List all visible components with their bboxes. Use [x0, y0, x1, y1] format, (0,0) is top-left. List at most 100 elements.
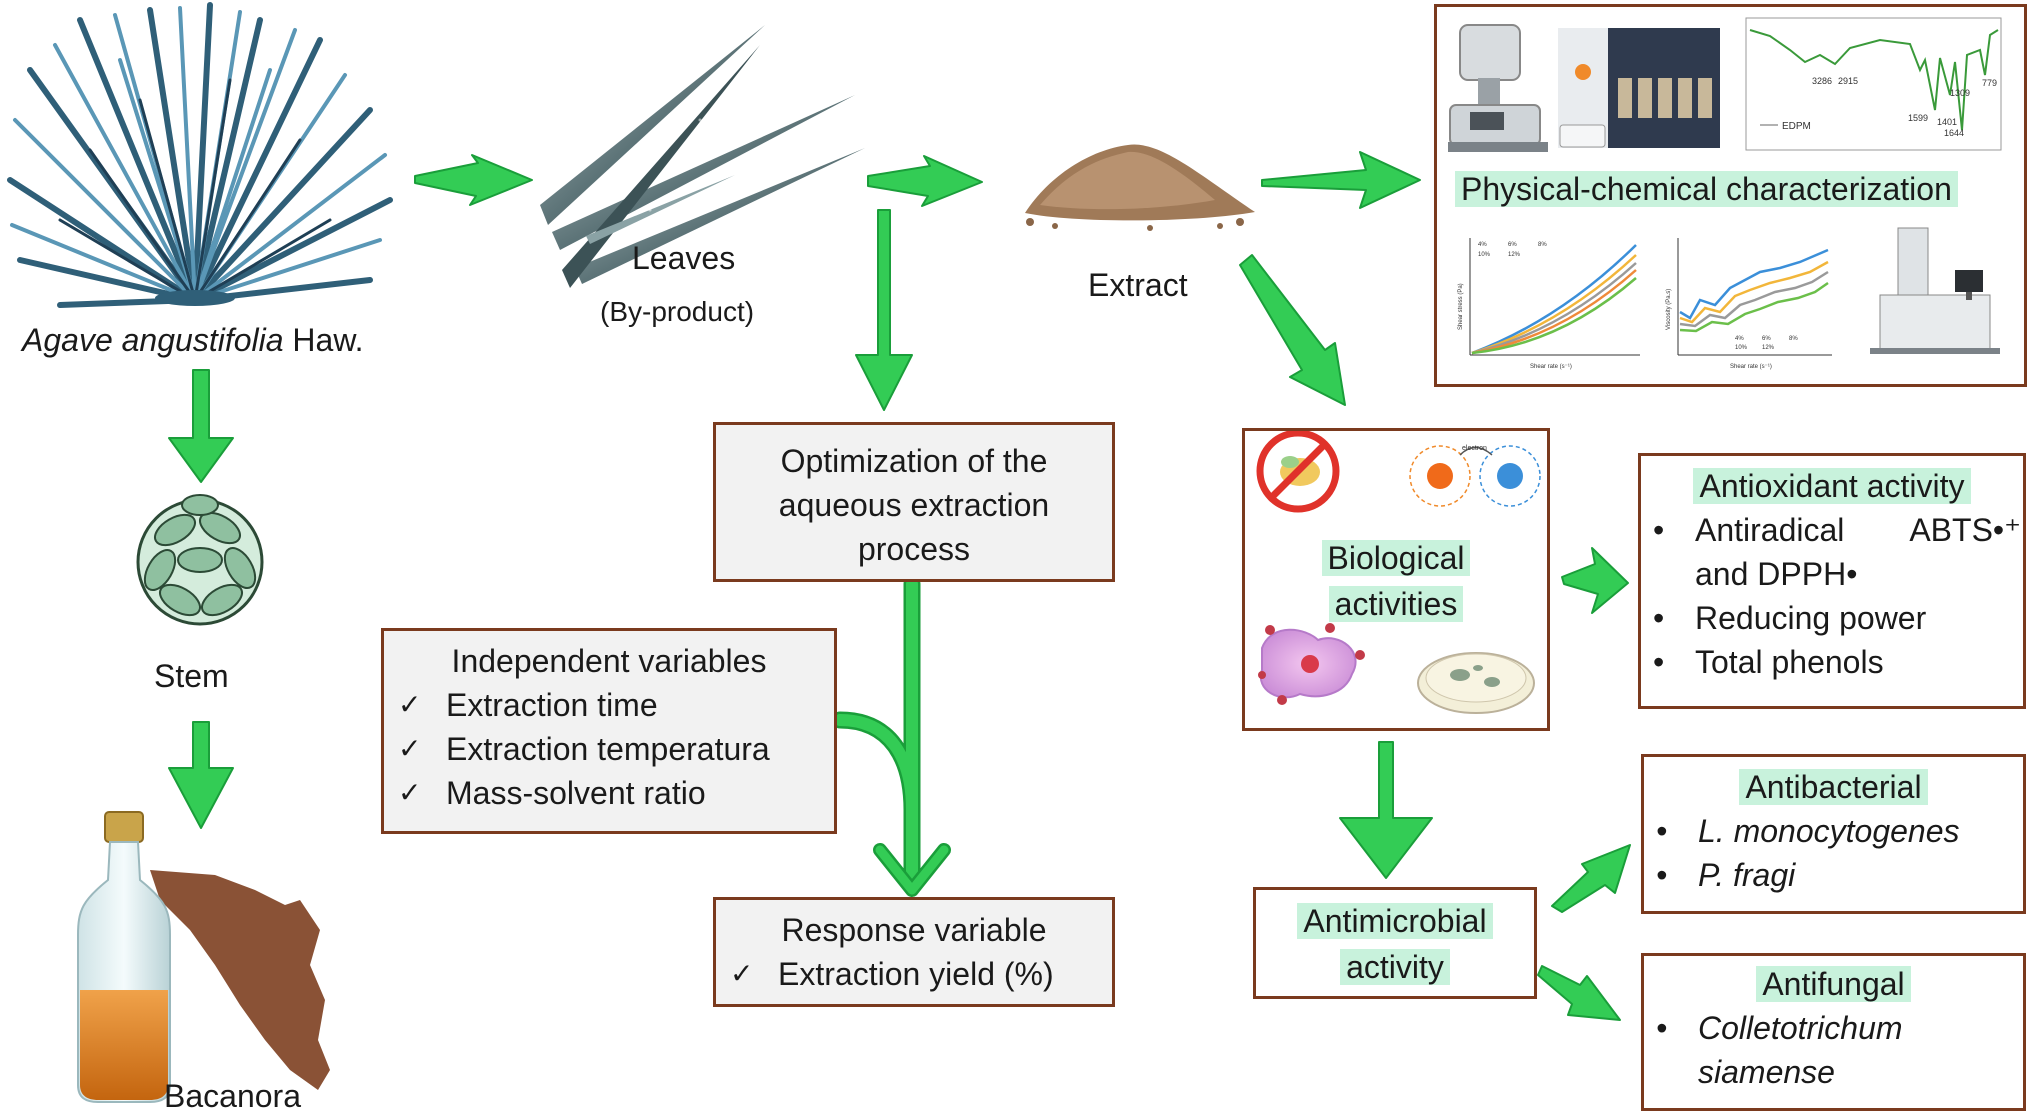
- antifungal-box: Antifungal Colletotrichum siamense: [1641, 953, 2026, 1111]
- independent-variables-title: Independent variables: [451, 643, 767, 679]
- antioxidant-list: Antiradical ABTS•⁺ and DPPH• Reducing pow…: [1641, 508, 2023, 684]
- arrow-down: [168, 369, 234, 483]
- independent-variables-list: Extraction time Extraction temperatura M…: [384, 683, 834, 815]
- independent-variable-item: Mass-solvent ratio: [384, 771, 834, 815]
- chart-legend-label: 6%: [1508, 242, 1517, 248]
- antioxidant-line1-a: Antiradical: [1695, 512, 1845, 548]
- biological-activities-line: Biological: [1321, 540, 1471, 576]
- ftir-peak-label: 1401: [1937, 117, 1957, 127]
- merge-arrow: [831, 575, 951, 897]
- no-microbe-icon: [1256, 429, 1340, 513]
- plant-name-label: Agave angustifolia Haw.: [22, 320, 364, 360]
- optimization-line: process: [857, 531, 971, 567]
- chart-x-axis-label: Shear rate (s⁻¹): [1530, 364, 1572, 370]
- antifungal-title: Antifungal: [1756, 966, 1911, 1002]
- extract-powder-icon: [1025, 144, 1255, 231]
- optimization-box: Optimization of the aqueous extraction p…: [713, 422, 1115, 582]
- chart-legend-label: 8%: [1538, 242, 1547, 248]
- plant-species: Agave angustifolia: [22, 322, 284, 358]
- optimization-line: Optimization of the: [780, 443, 1048, 479]
- ftir-legend-label: EDPM: [1782, 121, 1811, 132]
- ftir-peak-label: 779: [1982, 78, 1997, 88]
- antibacterial-title: Antibacterial: [1739, 769, 1928, 805]
- arrow-down: [855, 209, 913, 411]
- arrow-right: [1561, 547, 1629, 614]
- physical-chemical-box: Physical-chemical characterization: [1434, 4, 2027, 387]
- antibacterial-box: Antibacterial L. monocytogenes P. fragi: [1641, 754, 2026, 914]
- antibacterial-item: P. fragi: [1644, 853, 2023, 897]
- chart-y-axis-label: Viscosity (Pa.s): [1666, 289, 1672, 330]
- antioxidant-line1-b: ABTS•⁺: [1909, 512, 2021, 548]
- rheometer-icon: [1448, 24, 1548, 152]
- thermal-analyzer-icon: [1558, 28, 1720, 148]
- chart-legend-label: 4%: [1735, 336, 1744, 342]
- bacanora-label: Bacanora: [164, 1078, 301, 1114]
- arrow-right: [867, 155, 983, 207]
- ftir-peak-label: 2915: [1838, 76, 1858, 86]
- plant-authority: Haw.: [283, 322, 364, 358]
- antioxidant-item: Antiradical ABTS•⁺: [1641, 508, 2023, 552]
- arrow-down-right: [1239, 254, 1346, 406]
- petri-dish-icon: [1417, 652, 1535, 714]
- extract-label: Extract: [1088, 267, 1188, 303]
- arrow-down-right: [1537, 965, 1621, 1021]
- biological-activities-line: activities: [1328, 586, 1464, 622]
- chart-y-axis-label: Shear stress (Pa): [1458, 283, 1464, 330]
- arrow-down: [1339, 741, 1433, 879]
- agave-stem-icon: [136, 494, 264, 626]
- chart-legend-label: 6%: [1762, 336, 1771, 342]
- ftir-peak-label: 3286: [1812, 76, 1832, 86]
- ftir-peak-label: 1644: [1944, 128, 1964, 138]
- response-variable-title: Response variable: [781, 912, 1047, 948]
- independent-variable-item: Extraction temperatura: [384, 727, 834, 771]
- response-variable-box: Response variable Extraction yield (%): [713, 897, 1115, 1007]
- antimicrobial-box: Antimicrobial activity: [1253, 887, 1537, 999]
- stem-label: Stem: [154, 658, 229, 694]
- independent-variables-box: Independent variables Extraction time Ex…: [381, 628, 837, 834]
- arrow-up-right: [1551, 844, 1631, 913]
- antimicrobial-line: activity: [1340, 949, 1450, 985]
- byproduct-label: (By-product): [600, 296, 755, 327]
- ftir-peak-label: 1309: [1950, 88, 1970, 98]
- arrow-right: [414, 154, 533, 206]
- biological-activities-box: Biological activities: [1242, 428, 1550, 731]
- chart-x-axis-label: Shear rate (s⁻¹): [1730, 364, 1772, 370]
- ftir-peak-label: 1599: [1908, 113, 1928, 123]
- antibacterial-list: L. monocytogenes P. fragi: [1644, 809, 2023, 897]
- antioxidant-item: Total phenols: [1641, 640, 2023, 684]
- leaves-label: Leaves: [632, 240, 736, 276]
- agave-leaves-icon: [540, 25, 865, 288]
- antifungal-list: Colletotrichum siamense: [1644, 1006, 2023, 1094]
- antifungal-item-continuation: siamense: [1698, 1054, 1835, 1090]
- antioxidant-line2: and DPPH•: [1695, 556, 1858, 592]
- virus-cell-icon: [1258, 623, 1365, 705]
- antifungal-item: Colletotrichum: [1644, 1006, 2023, 1050]
- physical-chemical-title: Physical-chemical characterization: [1455, 171, 1958, 207]
- shear-stress-chart: 4% 6% 8% 10% 12% Shear rate (s⁻¹) Shear …: [1458, 238, 1640, 370]
- sonora-map-icon: [150, 870, 330, 1090]
- ftir-spectrum-chart: 3286 2915 1401 1309 1599 1644 779 EDPM: [1745, 17, 2002, 151]
- bacanora-bottle-icon: [77, 811, 171, 1103]
- electron-label: electron: [1462, 445, 1487, 452]
- antimicrobial-line: Antimicrobial: [1297, 903, 1493, 939]
- chart-legend-label: 10%: [1735, 345, 1748, 351]
- viscosity-chart: 4% 6% 8% 10% 12% Shear rate (s⁻¹) Viscos…: [1666, 238, 1832, 370]
- chart-legend-label: 10%: [1478, 252, 1491, 258]
- electron-microscope-icon: [1870, 227, 2000, 354]
- optimization-line: aqueous extraction: [778, 487, 1050, 523]
- arrow-right: [1261, 151, 1421, 209]
- response-variable-list: Extraction yield (%): [716, 952, 1112, 996]
- chart-legend-label: 4%: [1478, 242, 1487, 248]
- independent-variable-item: Extraction time: [384, 683, 834, 727]
- chart-legend-label: 8%: [1789, 336, 1798, 342]
- antioxidant-item-continuation: and DPPH•: [1641, 552, 2023, 596]
- chart-legend-label: 12%: [1762, 345, 1775, 351]
- antibacterial-item: L. monocytogenes: [1644, 809, 2023, 853]
- arrow-down: [168, 721, 234, 829]
- antioxidant-box: Antioxidant activity Antiradical ABTS•⁺ a…: [1638, 453, 2026, 709]
- chart-legend-label: 12%: [1508, 252, 1521, 258]
- electron-transfer-icon: electron: [1409, 445, 1541, 507]
- antioxidant-title: Antioxidant activity: [1693, 468, 1971, 504]
- antioxidant-item: Reducing power: [1641, 596, 2023, 640]
